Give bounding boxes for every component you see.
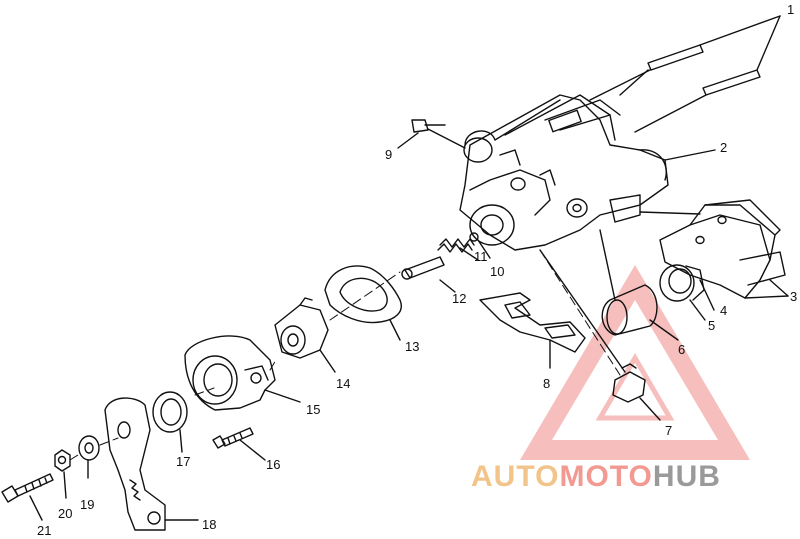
- callout-18: 18: [202, 517, 216, 532]
- part-16-bolt: [212, 427, 266, 461]
- callout-7: 7: [665, 423, 672, 438]
- part-1-pins: [647, 15, 781, 96]
- callout-17: 17: [176, 454, 190, 469]
- callout-1: 1: [787, 2, 794, 17]
- part-18-lever: [104, 397, 199, 531]
- part-17-washer: [152, 391, 188, 453]
- part-9-screw: [397, 119, 466, 149]
- watermark-auto: AUTO: [471, 460, 559, 493]
- callout-20: 20: [58, 506, 72, 521]
- callout-15: 15: [306, 402, 320, 417]
- watermark-moto: MOTO: [559, 460, 652, 493]
- callout-3: 3: [790, 289, 797, 304]
- watermark-logo: AUTOMOTOHUB: [471, 460, 721, 493]
- callout-9: 9: [385, 147, 392, 162]
- callout-21: 21: [37, 523, 51, 538]
- part-13-gasket: [324, 265, 402, 341]
- callout-4: 4: [720, 303, 727, 318]
- part-10-11-spring: [437, 232, 491, 261]
- part-8-plate: [479, 292, 586, 369]
- part-14-piston: [274, 297, 336, 373]
- callout-16: 16: [266, 457, 280, 472]
- part-20-nut: [54, 449, 71, 499]
- watermark-hub: HUB: [653, 460, 721, 493]
- watermark-triangle: [520, 265, 750, 460]
- callout-13: 13: [405, 339, 419, 354]
- callout-5: 5: [708, 318, 715, 333]
- callout-19: 19: [80, 497, 94, 512]
- part-7-block: [539, 249, 661, 421]
- part-4-5-seal: [659, 264, 715, 321]
- callout-10: 10: [490, 264, 504, 279]
- callout-8: 8: [543, 376, 550, 391]
- part-12-pin: [401, 256, 456, 293]
- part-19-washer: [78, 435, 100, 479]
- assembly-axis: [69, 249, 621, 461]
- part-3-brackets: [639, 199, 789, 299]
- part-21-bolt: [1, 473, 54, 521]
- callout-labels: 1 2 3 4 5 6 7 8 9 10 11 12 13 14 15 16 1…: [37, 2, 797, 538]
- part-15-housing: [184, 335, 301, 411]
- callout-2: 2: [720, 140, 727, 155]
- callout-11: 11: [474, 249, 488, 264]
- callout-12: 12: [452, 291, 466, 306]
- callout-6: 6: [678, 342, 685, 357]
- svg-text:AUTOMOTOHUB: AUTOMOTOHUB: [471, 460, 721, 493]
- callout-14: 14: [336, 376, 350, 391]
- part-6-sleeve: [599, 229, 679, 341]
- part-2-pump-body: [459, 69, 716, 251]
